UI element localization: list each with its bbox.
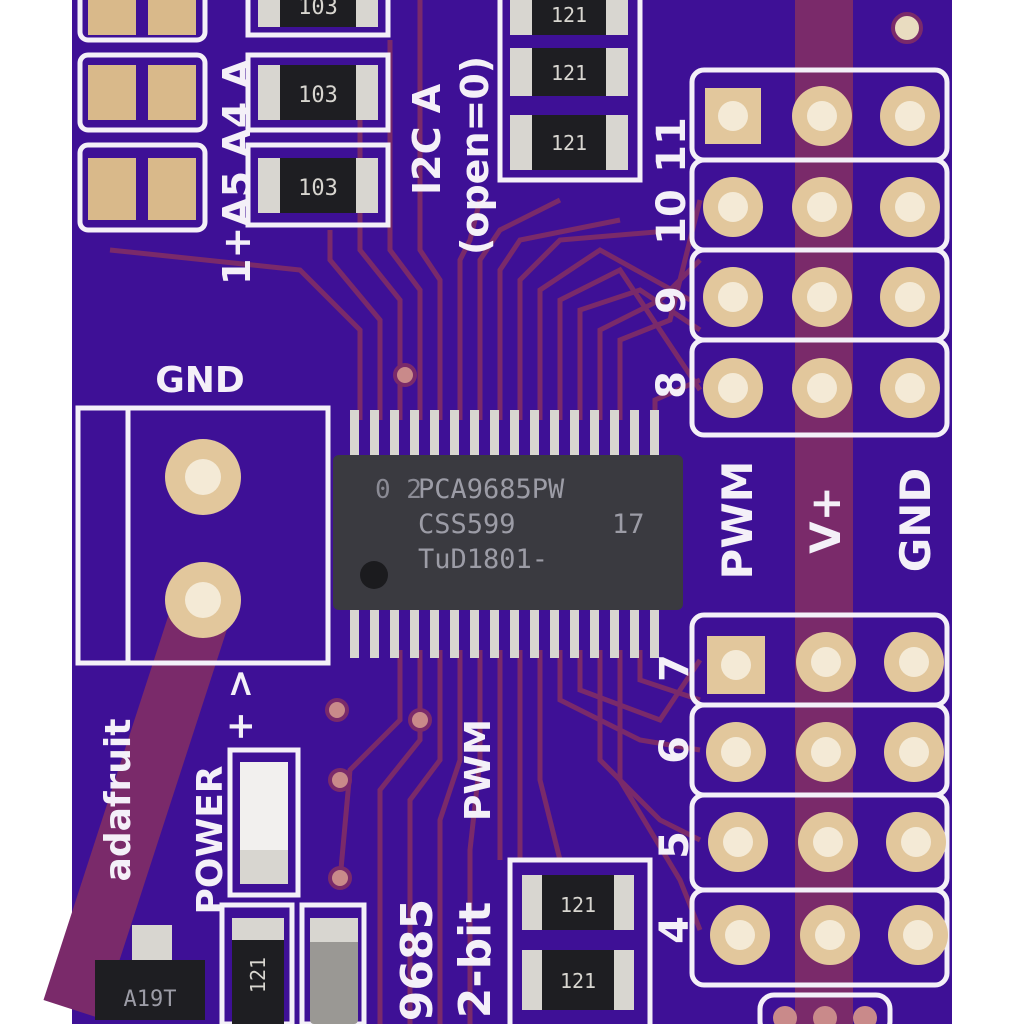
bit-fragment-label: 2-bit	[450, 902, 501, 1019]
power-label: POWER	[190, 765, 231, 914]
signal-traces	[109, 0, 703, 1024]
header-top	[689, 67, 950, 438]
power-trace-diagonal	[43, 600, 231, 1019]
pullup-resistor-3-marking: 121	[551, 131, 587, 155]
address-jumpers	[77, 0, 208, 233]
channel-label-11: 11	[649, 117, 695, 173]
board-edge-right	[952, 0, 1024, 1024]
chip-part-number: PCA9685PW	[418, 474, 565, 505]
bottom-resistor-2-marking: 121	[560, 969, 596, 993]
pca9685-chip: 0 2 PCA9685PW CSS599 17 TuD1801-	[333, 410, 683, 658]
board-edge-left	[0, 0, 72, 1024]
channel-label-5: 5	[652, 831, 698, 859]
bottom-resistors: 121 121	[507, 857, 653, 1024]
adafruit-brand-label: adafruit	[98, 719, 139, 882]
channel-label-10: 10	[649, 189, 695, 245]
address-resistors: 103 103 103	[245, 0, 391, 228]
header-col-gnd: GND	[891, 468, 940, 573]
vias	[325, 12, 923, 890]
pullup-resistor-1-marking: 121	[551, 3, 587, 27]
chip-lot-code: TuD1801-	[418, 544, 548, 575]
header-col-vplus: V+	[801, 486, 850, 554]
header-col-pwm: PWM	[713, 461, 762, 580]
channel-label-6: 6	[652, 736, 698, 764]
chip-date-code: 17	[612, 509, 645, 540]
power-polarity-label: + >	[220, 669, 261, 742]
bottom-connector-outline	[757, 992, 893, 1024]
address-bits-label: 1+A5 A4 A	[215, 59, 259, 285]
channel-label-9: 9	[649, 286, 695, 314]
channel-label-7: 7	[652, 654, 698, 682]
header-bottom	[689, 612, 950, 988]
transistor: A19T	[95, 925, 205, 1020]
transistor-marking: A19T	[124, 987, 177, 1012]
addr-resistor-1-marking: 103	[298, 0, 338, 20]
pullup-resistor-2-marking: 121	[551, 61, 587, 85]
addr-resistor-3-marking: 103	[298, 176, 338, 201]
addr-resistor-2-marking: 103	[298, 83, 338, 108]
channel-label-8: 8	[649, 371, 695, 399]
power-led	[227, 747, 301, 898]
bottom-resistor-1-marking: 121	[560, 893, 596, 917]
open-zero-label: (open=0)	[453, 56, 497, 255]
channel-label-4: 4	[652, 916, 698, 944]
pullup-resistors: 121 121 121	[497, 0, 643, 183]
bottom-left-components: 121	[219, 902, 367, 1024]
pwm-mid-label: PWM	[458, 719, 499, 821]
bottom-left-resistor-marking: 121	[246, 957, 270, 993]
model-fragment-label: 9685	[392, 899, 443, 1021]
chip-batch-code: CSS599	[418, 509, 516, 540]
power-terminal-block	[75, 405, 331, 666]
i2c-address-label: I2C A	[405, 83, 449, 195]
gnd-terminal-label: GND	[155, 360, 245, 401]
chip-logo-mark: 0 2	[375, 475, 422, 505]
